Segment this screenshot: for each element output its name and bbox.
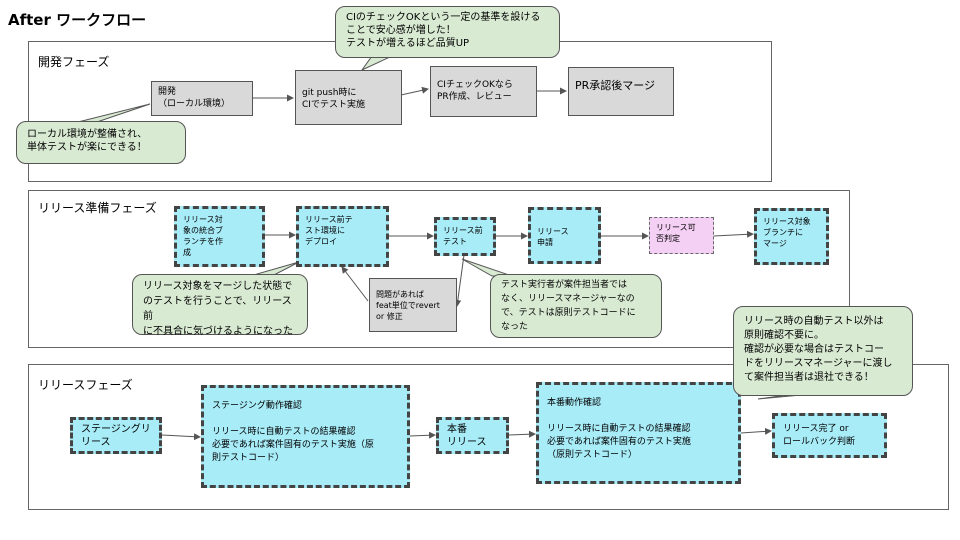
dev-local-box: 開発 （ローカル環境） bbox=[151, 81, 253, 116]
arrow-ci-to-review bbox=[400, 86, 429, 96]
prep-merge-box: リリース対象 ブランチに マージ bbox=[754, 208, 829, 265]
page-title: After ワークフロー bbox=[8, 11, 147, 29]
note-local-env: ローカル環境が整備され、 単体テストが楽にできる！ bbox=[16, 121, 186, 164]
arrow-approve-to-merge bbox=[713, 230, 754, 238]
release-done-box: リリース完了 or ロールバック判断 bbox=[772, 413, 887, 458]
note-tester: テスト実行者が案件担当者では なく、リリースマネージャーなの で、テストは原則テ… bbox=[490, 274, 662, 338]
prep-integrate-box: リリース対 象の統合ブ ランチを作 成 bbox=[174, 206, 265, 267]
release-phase-label: リリースフェーズ bbox=[38, 378, 133, 392]
release-prod-box: 本番 リリース bbox=[436, 417, 509, 454]
note-ci-check: CIのチェックOKという一定の基準を設ける ことで安心感が増した！ テストが増え… bbox=[335, 6, 560, 58]
note-auto-test: リリース時の自動テスト以外は 原則確認不要に。 確認が必要な場合はテストコー ド… bbox=[733, 306, 913, 396]
dev-ci-box: git push時に CIでテスト実施 bbox=[295, 70, 402, 125]
dev-merge-box: PR承認後マージ bbox=[568, 67, 674, 116]
release-prod-check-box: 本番動作確認 リリース時に自動テストの結果確認 必要であれば案件固有のテスト実施… bbox=[536, 382, 741, 484]
arrow-check-to-prod bbox=[409, 431, 436, 439]
prep-apply-box: リリース 申請 bbox=[528, 207, 601, 264]
release-staging-box: ステージングリ リース bbox=[70, 417, 162, 454]
release-staging-check-box: ステージング動作確認 リリース時に自動テストの結果確認 必要であれば案件固有のテ… bbox=[201, 385, 410, 488]
prep-approve-box: リリース可 否判定 bbox=[649, 217, 714, 254]
arrow-issue-to-deploy bbox=[341, 266, 369, 302]
prep-phase-label: リリース準備フェーズ bbox=[38, 201, 157, 215]
prep-issue-box: 問題があれば feat単位でrevert or 修正 bbox=[369, 278, 457, 332]
arrow-pretest-to-issue bbox=[454, 254, 465, 307]
prep-pretest-box: リリース前 テスト bbox=[434, 217, 496, 256]
arrow-check-to-done bbox=[740, 427, 772, 435]
note-merged-test: リリース対象をマージした状態で のテストを行うことで、リリース前 に不具合に気づ… bbox=[132, 274, 308, 337]
arrow-prod-to-check bbox=[508, 430, 536, 438]
dev-review-box: CIチェックOKなら PR作成、レビュー bbox=[430, 66, 537, 117]
arrow-staging-to-check bbox=[161, 433, 201, 441]
dev-phase-label: 開発フェーズ bbox=[38, 55, 110, 69]
callout-pointer-top bbox=[360, 55, 393, 72]
prep-deploy-box: リリース前テ スト環境に デプロイ bbox=[296, 206, 389, 267]
